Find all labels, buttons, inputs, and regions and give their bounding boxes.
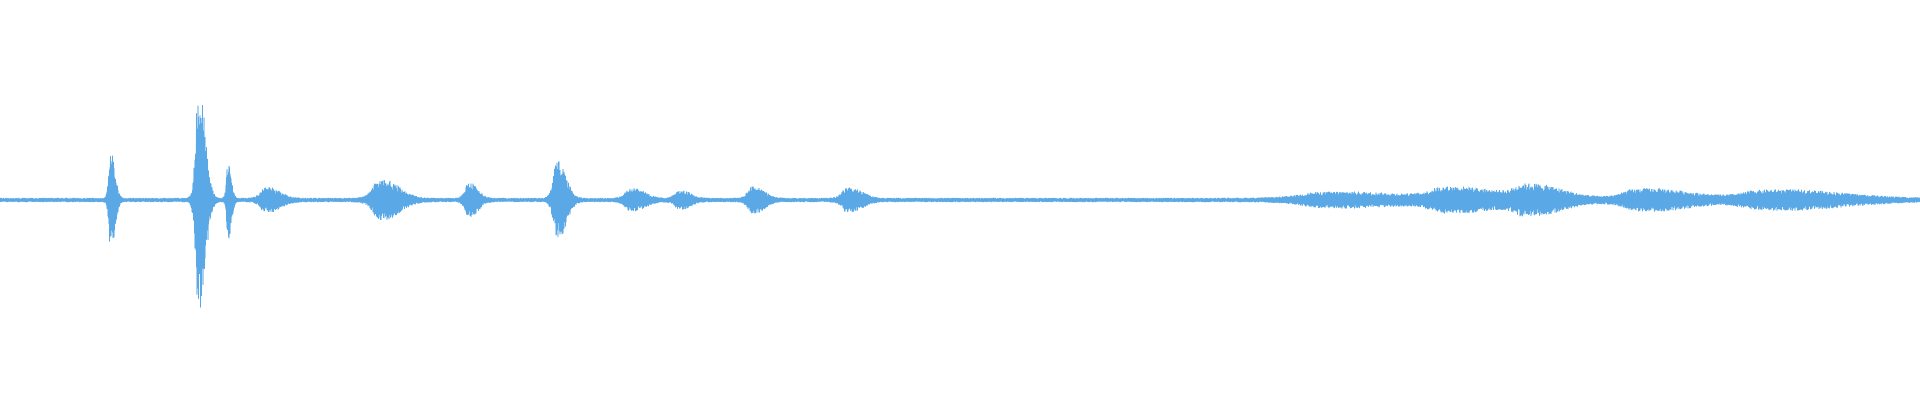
waveform-trace [0, 104, 1920, 308]
